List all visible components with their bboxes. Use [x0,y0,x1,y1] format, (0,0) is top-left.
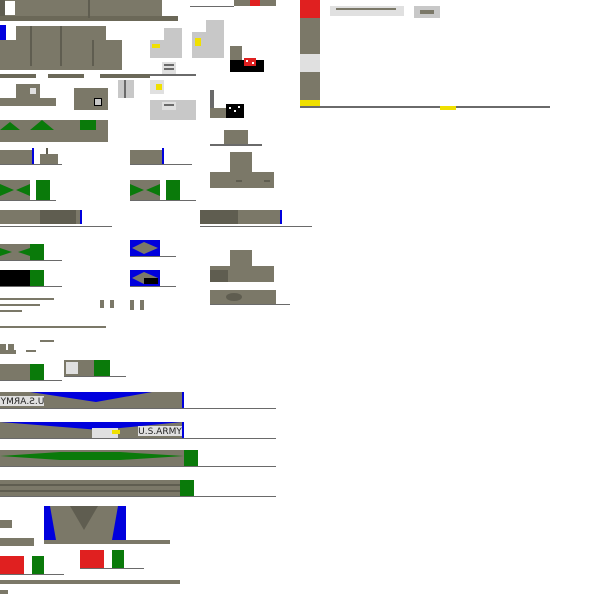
cargo-hull-sprite [0,80,134,110]
waterline-strip-sprite [300,106,550,110]
turret-base-sprite [0,148,274,188]
landing-craft-sprite [0,506,180,594]
patrol-boat-hull-sprite [0,298,144,381]
computer-terminal-sprite [230,46,264,72]
gunboat-hull-sprite [210,250,290,305]
color-swatch-column-sprite [300,0,440,108]
us-army-label: U.S.ARMY [138,427,182,437]
crew-module-sprite [150,20,224,76]
radar-console-sprite [150,80,262,146]
us-army-mirrored-label: U.S.ARMY [0,397,44,407]
deck-panel-sprite [0,180,196,287]
us-army-transport-sprite: U.S.ARMY U.S.ARMY [0,392,276,497]
flag-stripe-sprite [0,120,108,142]
hull-strip-top-sprite [0,0,276,21]
command-bridge-sprite [0,25,150,78]
barge-hull-sprite [0,210,312,287]
